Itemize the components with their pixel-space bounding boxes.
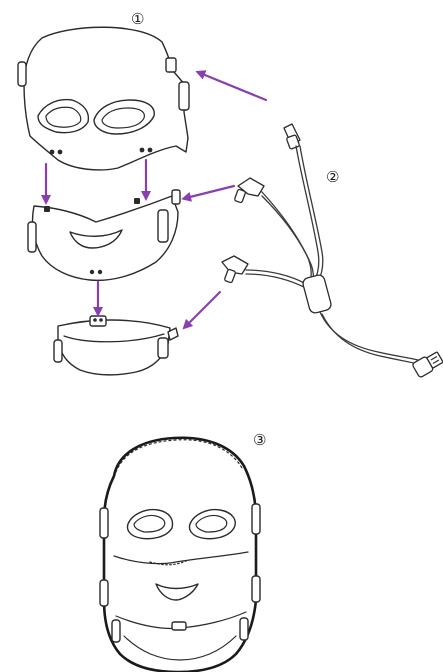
cable-splitter <box>302 274 333 314</box>
mask-lower-piece <box>54 316 178 375</box>
mask-upper-piece <box>18 27 189 170</box>
usb-plug <box>412 350 443 378</box>
arrow-cable-to-middle <box>186 186 234 198</box>
cable-assembly <box>222 124 443 378</box>
step-3-label: ③ <box>253 431 266 449</box>
step-1-label: ① <box>131 10 144 28</box>
mask-middle-piece <box>28 190 180 280</box>
step-2-label: ② <box>326 168 339 186</box>
assembled-mask <box>100 438 260 672</box>
arrow-cable-to-lower <box>186 292 220 326</box>
arrow-cable-to-upper <box>200 73 266 100</box>
